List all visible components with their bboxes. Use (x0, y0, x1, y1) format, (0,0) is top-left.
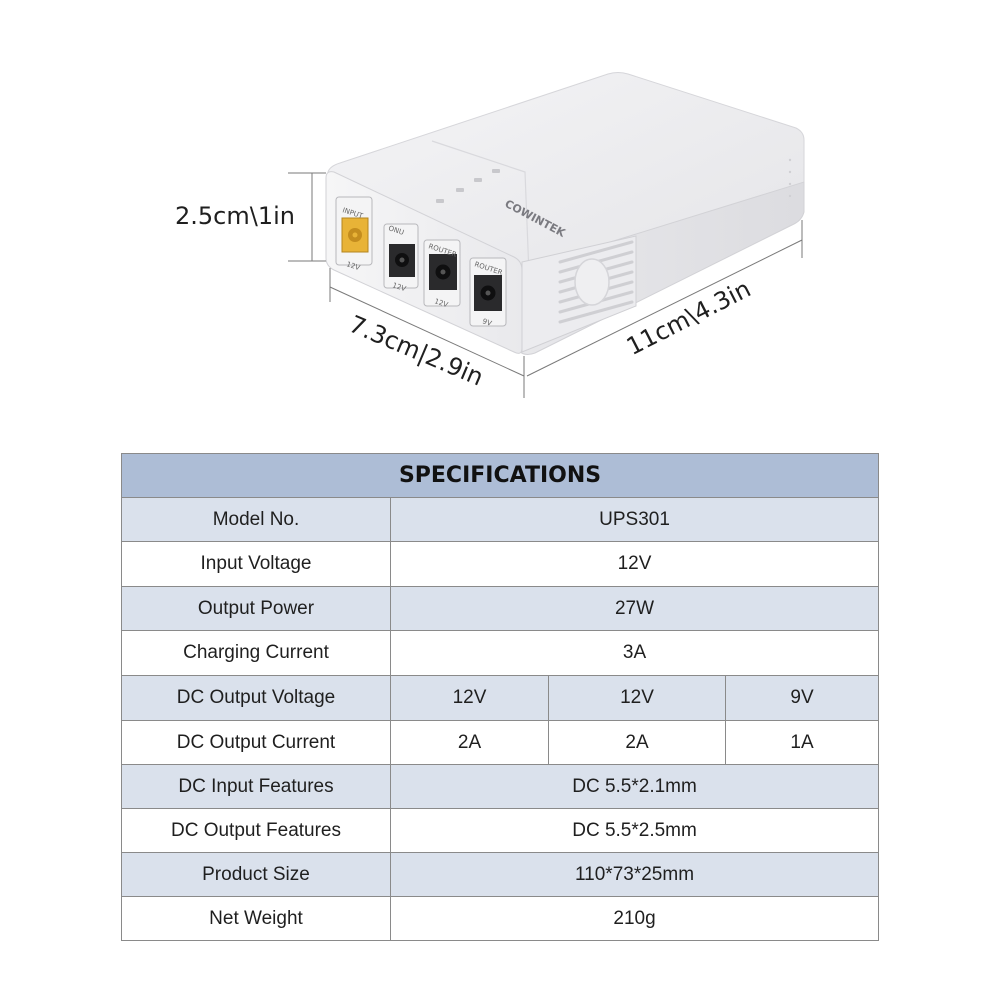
height-dimension-label: 2.5cm\1in (175, 202, 295, 230)
port-3-voltage: 9V (481, 317, 492, 328)
spec-label: Charging Current (121, 630, 391, 676)
spec-value: DC 5.5*2.5mm (389, 808, 880, 853)
table-row: Model No.UPS301 (121, 497, 880, 542)
spec-label: DC Output Voltage (121, 675, 391, 721)
table-title: SPECIFICATIONS (120, 453, 880, 498)
spec-value: 9V (724, 675, 880, 721)
spec-value: 210g (389, 896, 880, 941)
spec-label: Input Voltage (121, 541, 391, 587)
spec-label: Product Size (121, 852, 391, 897)
spec-label: Net Weight (121, 896, 391, 941)
output-port-1 (383, 223, 419, 289)
spec-label: Output Power (121, 586, 391, 631)
product-illustration: INPUT 12V ONU 12V ROUTER 12V ROUTER 9V C… (0, 0, 1000, 440)
spec-label: Model No. (121, 497, 391, 542)
dimension-lines (288, 172, 803, 398)
spec-value: 3A (389, 630, 880, 676)
led-indicators-icon (436, 169, 500, 203)
port-2-voltage: 12V (433, 297, 449, 309)
port-1-voltage: 12V (391, 281, 407, 293)
spec-value: 12V (389, 541, 880, 587)
spec-value: DC 5.5*2.1mm (389, 764, 880, 809)
spec-label: DC Output Features (121, 808, 391, 853)
spec-label: DC Output Current (121, 720, 391, 765)
side-dots-icon (788, 158, 792, 198)
spec-value: 2A (548, 720, 726, 765)
input-port-voltage: 12V (345, 260, 361, 272)
spec-value: 1A (724, 720, 880, 765)
spec-value: 12V (548, 675, 726, 721)
output-port-3 (469, 257, 507, 327)
spec-value: 2A (390, 720, 549, 765)
output-port-2 (423, 239, 461, 307)
power-button-icon (574, 258, 610, 306)
input-port (335, 196, 373, 266)
spec-value: 110*73*25mm (389, 852, 880, 897)
ups-device-drawing: INPUT 12V ONU 12V ROUTER 12V ROUTER 9V C… (288, 72, 805, 398)
device-top-seam (431, 140, 531, 301)
spec-value: UPS301 (389, 497, 880, 542)
spec-value: 12V (390, 675, 549, 721)
spec-value: 27W (389, 586, 880, 631)
spec-label: DC Input Features (121, 764, 391, 809)
